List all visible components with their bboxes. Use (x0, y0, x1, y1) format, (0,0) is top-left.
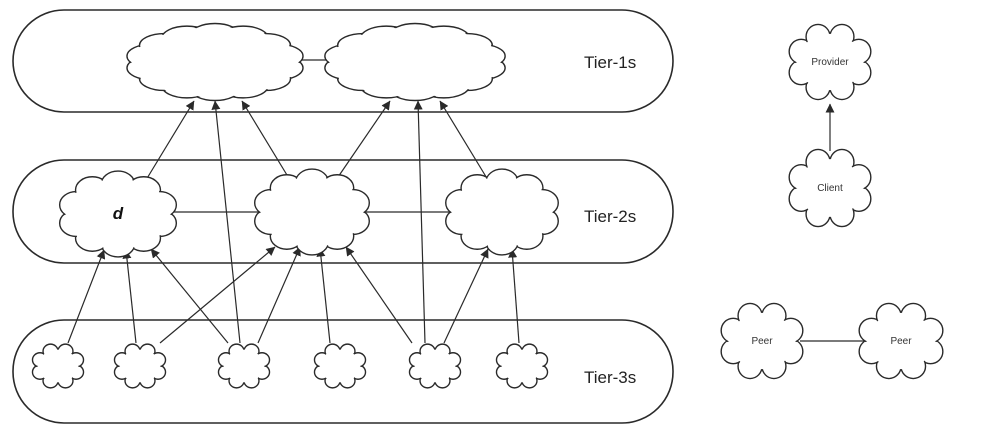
tier-1-label: Tier-1s (584, 53, 636, 72)
tier-2-label: Tier-2s (584, 207, 636, 226)
arrow-t3c-to-t2b (257, 246, 301, 344)
tier3-cloud-3 (217, 343, 271, 389)
arrow-t3c-to-t1a (211, 100, 241, 344)
client-cloud (788, 148, 872, 228)
peer-left-label: Peer (751, 336, 773, 347)
arrow-t3d-to-t2b (316, 247, 331, 344)
tier2-cloud-right (445, 168, 559, 256)
clouds-layer (31, 22, 944, 389)
peer-right-cloud (858, 302, 944, 380)
arrow-t3e-to-t1b (413, 100, 426, 344)
node-d-label: d (113, 204, 124, 223)
tier3-cloud-6 (495, 343, 549, 389)
peer-right-label: Peer (890, 336, 912, 347)
tier1-cloud-left (126, 22, 304, 102)
provider-cloud (788, 23, 872, 101)
tier2-cloud-middle (253, 168, 371, 256)
arrow-t3a-to-d (67, 249, 106, 344)
peer-left-cloud (720, 302, 804, 380)
tier3-cloud-2 (113, 343, 167, 389)
tier3-cloud-1 (31, 343, 85, 389)
tier1-cloud-right (324, 22, 506, 102)
node-d-cloud (58, 170, 178, 258)
arrow-t2b-to-t1a (241, 100, 291, 181)
edges-layer (67, 59, 864, 344)
arrow-t3e-to-t2b (345, 246, 413, 344)
arrow-t3c-to-d (150, 248, 229, 344)
arrow-t2b-to-t1b (335, 100, 391, 181)
arrow-t3b-to-d (122, 249, 137, 344)
arrow-t3f-to-t2c (508, 248, 520, 344)
tier3-cloud-5 (408, 343, 462, 389)
arrow-t2c-to-t1b (439, 100, 489, 181)
client-label: Client (817, 183, 843, 194)
arrow-d-to-t1a (145, 100, 195, 181)
tier3-cloud-4 (313, 343, 367, 389)
provider-label: Provider (811, 57, 849, 68)
arrow-t3b-to-t2b (159, 246, 276, 344)
tier-3-label: Tier-3s (584, 368, 636, 387)
arrow-t3e-to-t2c (443, 248, 489, 344)
